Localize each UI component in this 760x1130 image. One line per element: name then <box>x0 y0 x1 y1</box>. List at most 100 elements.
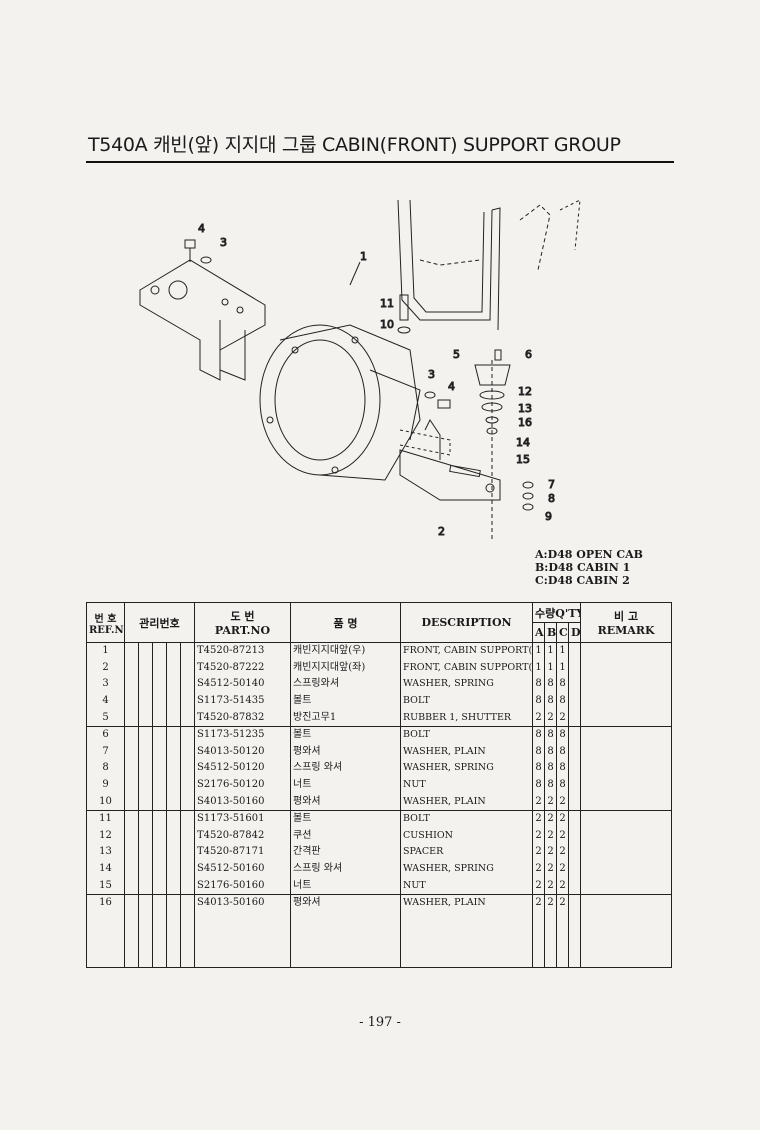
qty-a-cell: 8 <box>532 676 546 693</box>
qty-d-cell <box>568 743 582 761</box>
mgmt-cell <box>138 827 153 845</box>
qty-b-cell: 1 <box>544 641 558 660</box>
qty-d-cell <box>568 659 582 677</box>
part-no-cell: S2176-50160 <box>194 877 292 895</box>
qty-a-cell: 2 <box>532 809 546 828</box>
callout-12: 12 <box>518 385 532 398</box>
mgmt-cell <box>179 743 196 761</box>
mgmt-cell <box>179 844 196 861</box>
qty-c-cell: 2 <box>556 709 570 727</box>
description-cell: RUBBER 1, SHUTTER <box>400 709 534 727</box>
mgmt-cell <box>166 793 181 811</box>
header-part-no: 도 번 PART.NO <box>194 602 292 643</box>
mgmt-cell <box>152 725 167 744</box>
header-management-no: 관리번호 <box>123 602 196 643</box>
mgmt-cell <box>166 860 181 878</box>
page-title: T540A 캐빈(앞) 지지대 그룹 CABIN(FRONT) SUPPORT … <box>88 134 621 156</box>
mgmt-cell <box>124 659 139 677</box>
name-kr-cell: 볼트 <box>290 725 402 744</box>
name-kr-cell: 평와셔 <box>290 793 402 811</box>
qty-c-cell: 1 <box>556 641 570 660</box>
description-cell: WASHER, PLAIN <box>400 793 534 811</box>
name-kr-cell: 너트 <box>290 877 402 895</box>
qty-c-cell: 8 <box>556 725 570 744</box>
qty-d-cell <box>568 827 582 845</box>
qty-a-cell: 2 <box>532 877 546 895</box>
callout-5: 5 <box>453 348 460 361</box>
mgmt-cell <box>152 860 167 878</box>
description-cell: BOLT <box>400 725 534 744</box>
name-kr-cell: 방진고무1 <box>290 709 402 727</box>
mgmt-cell <box>138 743 153 761</box>
remark-cell <box>580 676 673 693</box>
qty-a-cell: 1 <box>532 641 546 660</box>
remark-cell <box>580 760 673 777</box>
model-legend: A:D48 OPEN CAB B:D48 CABIN 1 C:D48 CABIN… <box>535 548 643 587</box>
qty-a-cell: 8 <box>532 776 546 794</box>
remark-cell <box>580 776 673 794</box>
qty-c-cell: 8 <box>556 692 570 710</box>
qty-d-cell <box>568 725 582 744</box>
description-cell: NUT <box>400 776 534 794</box>
qty-b-cell: 2 <box>544 809 558 828</box>
qty-a-cell: 8 <box>532 743 546 761</box>
mgmt-cell <box>138 893 153 968</box>
qty-b-cell: 8 <box>544 760 558 777</box>
remark-cell <box>580 659 673 677</box>
remark-cell <box>580 743 673 761</box>
remark-cell <box>580 793 673 811</box>
mgmt-cell <box>138 844 153 861</box>
qty-a-cell: 8 <box>532 725 546 744</box>
header-remark: 비 고 REMARK <box>580 602 673 643</box>
qty-b-cell: 2 <box>544 793 558 811</box>
qty-d-cell <box>568 776 582 794</box>
remark-cell <box>580 893 673 968</box>
page-number: - 197 - <box>359 1015 401 1030</box>
mgmt-cell <box>179 793 196 811</box>
part-no-cell: S4013-50160 <box>194 893 292 968</box>
description-cell: NUT <box>400 877 534 895</box>
part-no-cell: S4013-50160 <box>194 793 292 811</box>
ref-cell: 6 <box>86 725 125 744</box>
mgmt-cell <box>124 877 139 895</box>
qty-c-cell: 8 <box>556 776 570 794</box>
ref-cell: 16 <box>86 893 125 968</box>
qty-a-cell: 2 <box>532 793 546 811</box>
mgmt-cell <box>179 877 196 895</box>
qty-c-cell: 2 <box>556 844 570 861</box>
remark-cell <box>580 692 673 710</box>
mgmt-cell <box>179 692 196 710</box>
mgmt-cell <box>124 760 139 777</box>
mgmt-cell <box>124 844 139 861</box>
qty-c-cell: 8 <box>556 676 570 693</box>
remark-cell <box>580 827 673 845</box>
mgmt-cell <box>166 641 181 660</box>
header-qty-a: A <box>532 622 546 643</box>
mgmt-cell <box>179 893 196 968</box>
front-bracket-rh-drawing <box>139 259 266 381</box>
mgmt-cell <box>124 709 139 727</box>
part-no-cell: S2176-50120 <box>194 776 292 794</box>
mgmt-cell <box>124 776 139 794</box>
remark-cell <box>580 709 673 727</box>
mgmt-cell <box>179 860 196 878</box>
qty-b-cell: 8 <box>544 692 558 710</box>
exploded-parts-diagram: 1 2 3 4 3 4 5 6 7 8 9 10 11 12 13 15 14 … <box>120 190 640 540</box>
name-kr-cell: 너트 <box>290 776 402 794</box>
callout-6: 6 <box>525 348 532 361</box>
ref-cell: 13 <box>86 844 125 861</box>
mgmt-cell <box>124 893 139 968</box>
description-cell: WASHER, SPRING <box>400 860 534 878</box>
qty-d-cell <box>568 676 582 693</box>
description-cell: FRONT, CABIN SUPPORT(LH) <box>400 659 534 677</box>
qty-b-cell: 8 <box>544 776 558 794</box>
remark-cell <box>580 860 673 878</box>
qty-d-cell <box>568 793 582 811</box>
mgmt-cell <box>124 725 139 744</box>
cabin-frame-drawing <box>397 199 581 331</box>
